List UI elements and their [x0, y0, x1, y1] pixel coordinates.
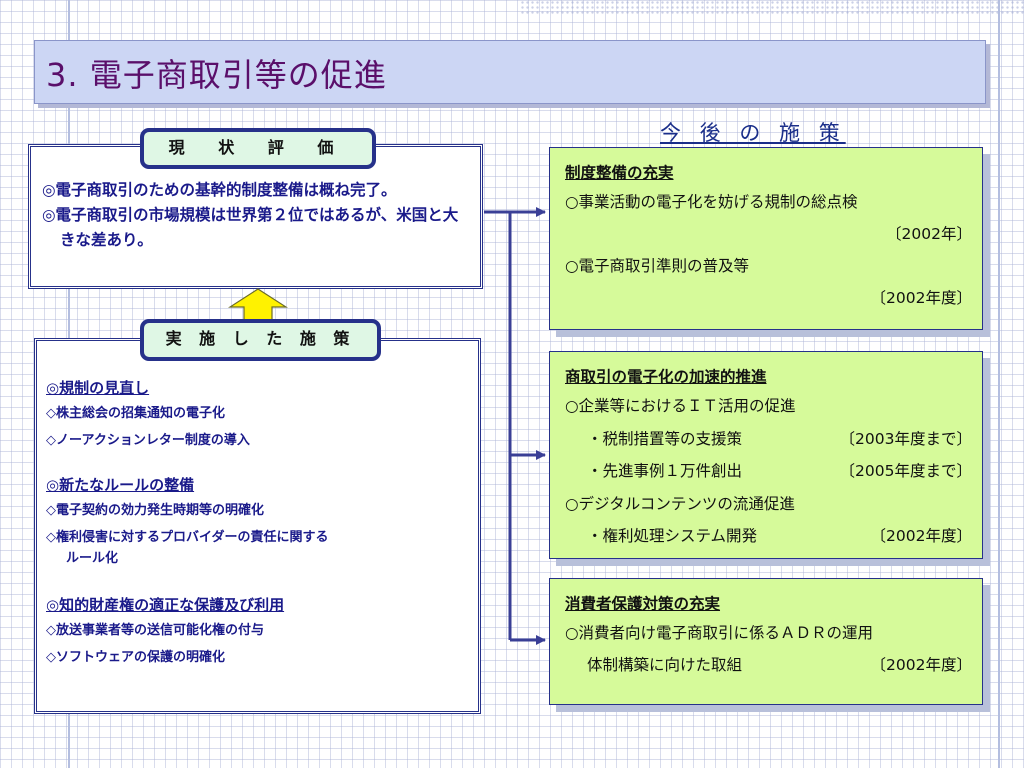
background-vertical-line: [998, 0, 1000, 768]
measure-row: 〔2002年度〕: [565, 282, 972, 314]
list-item: ◇ノーアクションレター制度の導入: [46, 433, 250, 448]
measure-text: ○事業活動の電子化を妨げる規制の総点検: [565, 193, 858, 211]
connector-trunk: [484, 210, 512, 640]
measure-title: 制度整備の充実: [565, 164, 674, 182]
measure-date: 〔2002年〕: [886, 225, 972, 243]
measure-row: ・権利処理システム開発 〔2002年度〕: [565, 520, 972, 553]
measure-row: ○企業等におけるＩＴ活用の促進: [565, 390, 972, 423]
implemented-text: ◎規制の見直し ◇株主総会の招集通知の電子化 ◇ノーアクションレター制度の導入 …: [46, 376, 466, 671]
measure-row: ・先進事例１万件創出 〔2005年度まで〕: [565, 455, 972, 488]
measure-row: ○電子商取引準則の普及等: [565, 250, 972, 282]
measure-row: ○事業活動の電子化を妨げる規制の総点検: [565, 186, 972, 218]
measure-text: ○企業等におけるＩＴ活用の促進: [565, 397, 796, 415]
evaluation-item: ◎電子商取引のための基幹的制度整備は概ね完了。: [42, 181, 397, 199]
future-measure-box: 商取引の電子化の加速的推進 ○企業等におけるＩＴ活用の促進 ・税制措置等の支援策…: [549, 351, 983, 559]
future-measure-box: 制度整備の充実 ○事業活動の電子化を妨げる規制の総点検 〔2002年〕 ○電子商…: [549, 147, 983, 330]
future-measures-heading: 今 後 の 施 策: [660, 121, 846, 145]
measure-date: 〔2002年度〕: [870, 656, 972, 674]
future-measure-box: 消費者保護対策の充実 ○消費者向け電子商取引に係るＡＤＲの運用 体制構築に向けた…: [549, 578, 983, 705]
evaluation-label: 現 状 評 価: [140, 128, 376, 169]
list-item: ◇株主総会の招集通知の電子化: [46, 406, 225, 421]
measure-title: 消費者保護対策の充実: [565, 595, 721, 613]
header-pattern: [520, 0, 1024, 16]
measure-text: ・税制措置等の支援策: [587, 429, 743, 448]
section-heading: ◎新たなルールの整備: [46, 476, 195, 494]
measure-date: 〔2002年度〕: [870, 527, 972, 545]
measure-text: ○電子商取引準則の普及等: [565, 257, 750, 275]
measure-row: ○消費者向け電子商取引に係るＡＤＲの運用: [565, 617, 972, 649]
measure-date: 〔2002年度〕: [870, 289, 972, 307]
measure-row: 体制構築に向けた取組 〔2002年度〕: [565, 649, 972, 681]
measure-row: ○デジタルコンテンツの流通促進: [565, 488, 972, 521]
measure-row: ・税制措置等の支援策 〔2003年度まで〕: [565, 423, 972, 456]
section-heading: ◎規制の見直し: [46, 379, 150, 397]
evaluation-item: ◎電子商取引の市場規模は世界第２位ではあるが、米国と大きな差あり。: [42, 206, 459, 249]
section-heading: ◎知的財産権の適正な保護及び利用: [46, 596, 285, 614]
measure-text: ○デジタルコンテンツの流通促進: [565, 494, 795, 513]
list-item: ◇電子契約の効力発生時期等の明確化: [46, 503, 264, 518]
measure-title: 商取引の電子化の加速的推進: [565, 368, 767, 386]
list-item-continued: ルール化: [66, 551, 119, 566]
title-bar: [34, 40, 986, 104]
measure-text: ・権利処理システム開発: [587, 527, 758, 545]
evaluation-text: ◎電子商取引のための基幹的制度整備は概ね完了。 ◎電子商取引の市場規模は世界第２…: [42, 178, 472, 253]
list-item: ◇権利侵害に対するプロバイダーの責任に関する: [46, 530, 329, 545]
implemented-label: 実 施 し た 施 策: [140, 319, 381, 361]
measure-date: 〔2003年度まで〕: [839, 429, 972, 448]
slide-title: 3. 電子商取引等の促進: [46, 56, 387, 94]
list-item: ◇ソフトウェアの保護の明確化: [46, 650, 225, 665]
measure-text: ・先進事例１万件創出: [587, 462, 743, 480]
measure-text: 体制構築に向けた取組: [587, 656, 743, 674]
measure-date: 〔2005年度まで〕: [839, 462, 972, 480]
measure-text: ○消費者向け電子商取引に係るＡＤＲの運用: [565, 624, 874, 642]
measure-row: 〔2002年〕: [565, 218, 972, 250]
list-item: ◇放送事業者等の送信可能化権の付与: [46, 623, 264, 638]
